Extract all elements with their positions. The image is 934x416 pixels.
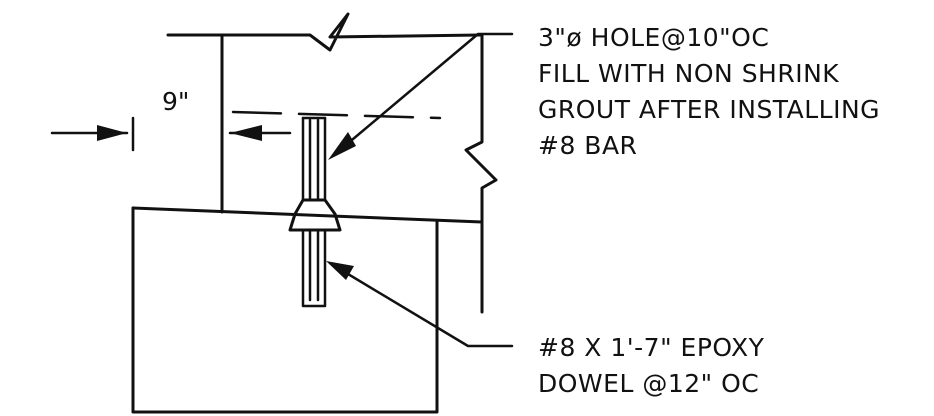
- epoxy-dowel: [301, 228, 327, 308]
- dowel-hole: [301, 228, 327, 308]
- coupler: [288, 198, 342, 232]
- arrowhead-right: [230, 125, 262, 141]
- footing-outline: [131, 206, 484, 414]
- dowel-bar-lines: [308, 228, 320, 302]
- leader-line-upper: [338, 32, 514, 152]
- leader-arrowhead-upper: [328, 132, 356, 160]
- footing-body: [131, 206, 439, 414]
- note-lower: #8 X 1'-7" EPOXY DOWEL @12" OC: [538, 333, 765, 398]
- dimension-9in: 9": [50, 87, 292, 152]
- leader-lower: [326, 261, 514, 348]
- dimension-label: 9": [162, 87, 189, 116]
- grout-hole: [301, 116, 327, 202]
- top-break-line: [166, 12, 482, 52]
- note-upper: 3"ø HOLE@10"OC FILL WITH NON SHRINK GROU…: [538, 23, 880, 160]
- note-upper-line: FILL WITH NON SHRINK: [538, 59, 839, 88]
- note-lower-line: #8 X 1'-7" EPOXY: [538, 333, 765, 362]
- wall-right-break-line: [464, 33, 498, 314]
- note-lower-line: DOWEL @12" OC: [538, 369, 759, 398]
- leader-line-lower: [336, 266, 514, 348]
- wall-outline: [166, 12, 498, 314]
- bar-lines: [308, 118, 320, 202]
- leader-arrowhead-lower: [326, 261, 354, 280]
- note-upper-line: 3"ø HOLE@10"OC: [538, 23, 769, 52]
- leader-upper: [328, 32, 514, 160]
- arrowhead-left: [97, 125, 127, 141]
- note-upper-line: #8 BAR: [538, 131, 637, 160]
- footing-top-edge: [131, 206, 484, 224]
- hidden-line: [231, 110, 442, 120]
- note-upper-line: GROUT AFTER INSTALLING: [538, 95, 880, 124]
